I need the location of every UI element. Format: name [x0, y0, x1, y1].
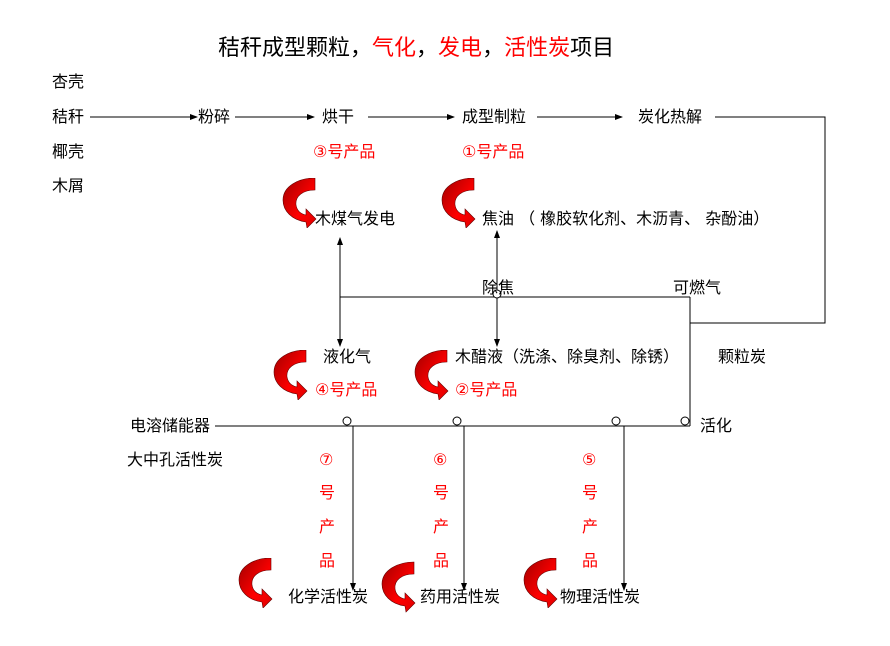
material-coconut-shell: 椰壳 — [52, 142, 85, 161]
output-granular-carbon: 颗粒炭 — [718, 347, 767, 366]
curved-arrow-icon — [281, 178, 317, 228]
product-3-label: ③号产品 — [313, 142, 376, 161]
product-2-label: ②号产品 — [455, 380, 518, 399]
curved-arrow-icon — [272, 350, 308, 400]
step-pelletize: 成型制粒 — [462, 107, 527, 126]
output-liquefied-gas: 液化气 — [323, 347, 372, 366]
output-tar: 焦油 （ 橡胶软化剂、木沥青、 杂酚油） — [482, 209, 770, 228]
output-physical-ac: 物理活性炭 — [560, 587, 641, 606]
page-title: 秸秆成型颗粒，气化，发电，活性炭项目 — [218, 36, 615, 61]
step-activation: 活化 — [700, 416, 733, 435]
output-chemical-ac: 化学活性炭 — [288, 587, 369, 606]
label-combustible-gas: 可燃气 — [673, 278, 722, 297]
product-1-label: ①号产品 — [462, 142, 525, 161]
material-straw: 秸秆 — [52, 107, 85, 126]
curved-arrow-icon — [380, 560, 416, 614]
step-crush: 粉碎 — [198, 107, 231, 126]
step-pyrolysis: 炭化热解 — [638, 107, 703, 126]
curved-arrow-icon — [520, 558, 560, 608]
curved-arrow-icon — [413, 350, 449, 400]
output-capacitor: 电溶储能器 — [130, 416, 211, 435]
material-apricot-shell: 杏壳 — [52, 72, 85, 91]
material-sawdust: 木屑 — [52, 176, 85, 195]
label-detar: 除焦 — [482, 278, 515, 297]
curved-arrow-icon — [440, 178, 476, 228]
curved-arrow-icon — [237, 558, 273, 608]
step-dry: 烘干 — [322, 107, 355, 126]
product-4-label: ④号产品 — [315, 380, 378, 399]
output-meso-carbon: 大中孔活性炭 — [127, 450, 224, 469]
output-gas-power: 木煤气发电 — [315, 209, 396, 228]
output-medical-ac: 药用活性炭 — [420, 587, 501, 606]
output-wood-vinegar: 木醋液（洗涤、除臭剂、除锈） — [455, 347, 680, 366]
